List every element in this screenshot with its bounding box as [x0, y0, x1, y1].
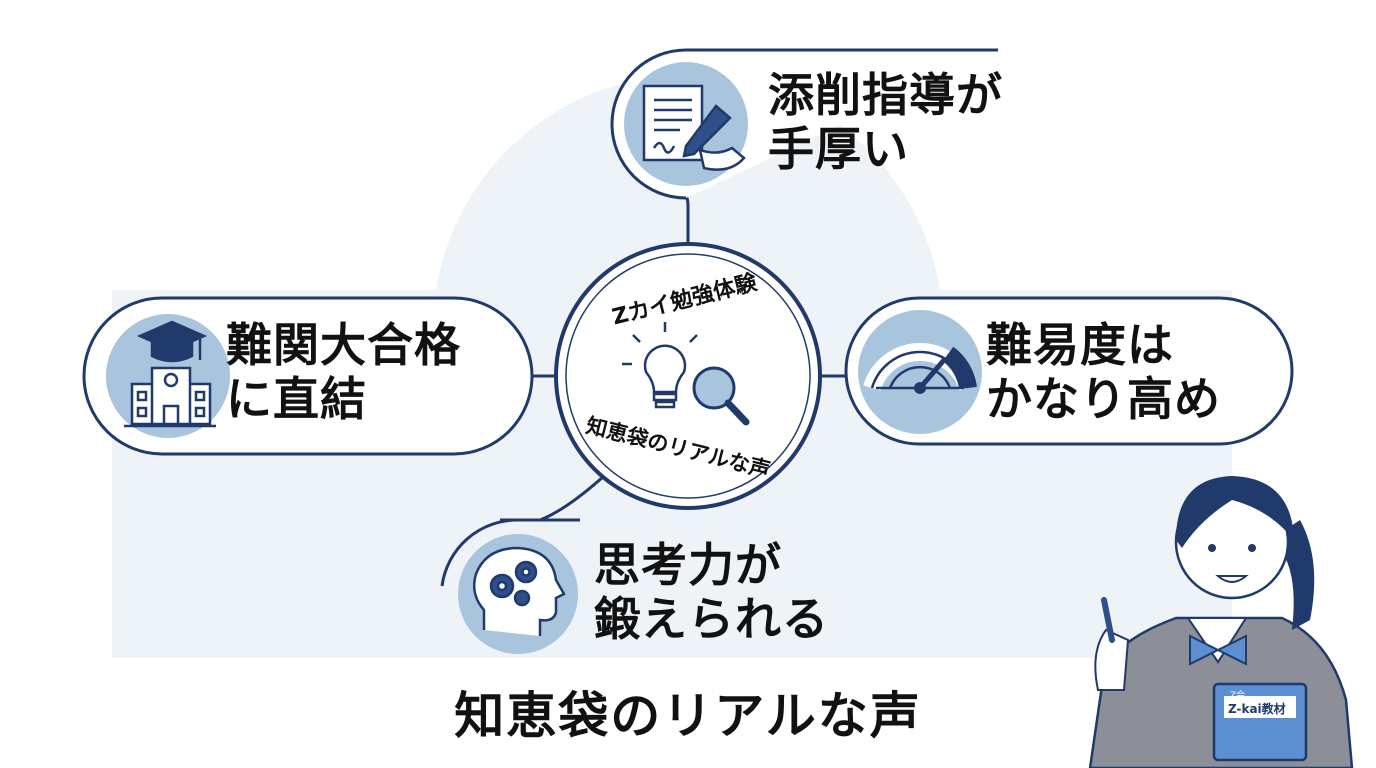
center-hub: [554, 242, 822, 510]
node-top-label: 添削指導が 手厚い: [768, 68, 1003, 177]
head-gears-icon: [473, 546, 566, 636]
node-right-label: 難易度は かなり高め: [986, 318, 1221, 427]
node-left-line2: に直結: [226, 372, 367, 427]
node-left-label: 難関大合格 に直結: [226, 318, 461, 427]
gauge-icon: [863, 343, 977, 394]
node-bottom-line1: 思考力が: [594, 538, 782, 592]
document-signing-icon: [642, 84, 746, 171]
node-bottom-line2: 鍛えられる: [594, 592, 829, 647]
node-right-line1: 難易度は: [986, 318, 1174, 372]
node-bottom-label: 思考力が 鍛えられる: [594, 538, 829, 647]
magnifier-icon: [692, 366, 750, 426]
lightbulb-icon: [622, 322, 698, 409]
node-top-line2: 手厚い: [768, 122, 909, 177]
graduation-school-icon: [124, 320, 216, 428]
book-logo: Z会: [1230, 691, 1246, 701]
caption: 知恵袋のリアルな声: [454, 687, 922, 745]
book-label: Z-kai教材: [1228, 702, 1286, 716]
node-bottom: [440, 518, 580, 654]
node-right-line2: かなり高め: [986, 372, 1221, 427]
node-top: [610, 48, 998, 200]
student-character: [1088, 476, 1354, 768]
node-left: [82, 296, 534, 456]
node-top-line1: 添削指導が: [768, 68, 1003, 122]
node-left-line1: 難関大合格: [226, 318, 461, 372]
node-right: [844, 296, 1294, 446]
